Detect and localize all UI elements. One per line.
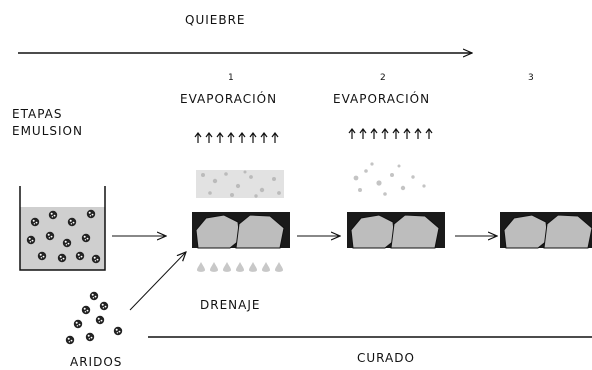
stage-3-mix [499,211,592,249]
drop-icon [197,262,283,272]
stage-2-mix [346,211,446,249]
curado-label: CURADO [357,351,415,365]
aridos-label: ARIDOS [70,355,122,369]
vapor-cloud-1 [196,170,284,198]
aggregates-arrow [129,252,186,311]
emulsion-label: EMULSION [12,124,83,138]
stage-1-mix [191,211,291,249]
aggregate-particle-icon [65,291,123,345]
quiebre-label: QUIEBRE [185,13,246,27]
stage-1-label: EVAPORACIÓN [180,91,277,106]
stage-2-label: EVAPORACIÓN [333,91,430,106]
vapor-cloud-2 [353,162,426,196]
evaporation-arrows-1 [194,132,279,144]
evaporation-arrows-2 [348,128,433,140]
container-icon [19,186,106,271]
etapas-label: ETAPAS [12,107,62,121]
stage-2-number: 2 [380,73,387,83]
stage-1-number: 1 [228,73,235,83]
stage-3-number: 3 [528,73,535,83]
drenaje-label: DRENAJE [200,298,260,312]
